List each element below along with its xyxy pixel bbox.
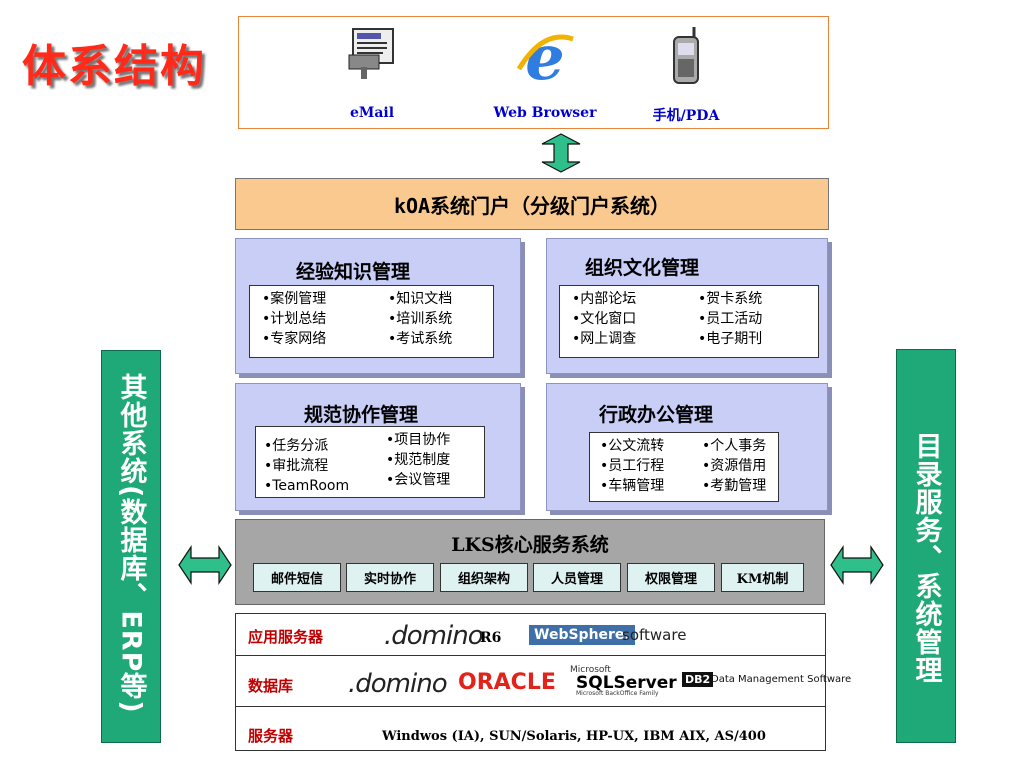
- db2-badge: DB2: [682, 672, 714, 687]
- panel-admin: 行政办公管理 •公文流转 •员工行程 •车辆管理 •个人事务 •资源借用 •考勤…: [546, 383, 828, 511]
- lks-module-personnel: 人员管理: [533, 563, 621, 592]
- panel-admin-list: •公文流转 •员工行程 •车辆管理 •个人事务 •资源借用 •考勤管理: [589, 432, 779, 502]
- oracle-logo: ORACLE: [458, 670, 556, 695]
- client-browser-label: Web Browser: [493, 105, 597, 121]
- sqlserver-sub-label: Microsoft BackOffice Family: [576, 690, 659, 697]
- microsoft-small-label: Microsoft: [570, 665, 611, 675]
- panel-collab-title: 规范协作管理: [304, 404, 419, 426]
- domino-db-logo: .domino: [348, 669, 448, 699]
- client-email-label: eMail: [349, 105, 395, 121]
- panel-culture-list: •内部论坛 •文化窗口 •网上调查 •贺卡系统 •员工活动 •电子期刊: [559, 285, 819, 358]
- panel-collab-list: •任务分派 •审批流程 •TeamRoom •项目协作 •规范制度 •会议管理: [255, 426, 485, 498]
- panel-knowledge: 经验知识管理 •案例管理 •计划总结 •专家网络 •知识文档 •培训系统 •考试…: [235, 238, 521, 374]
- admin-col-1: •公文流转 •员工行程 •车辆管理: [600, 438, 665, 494]
- panel-culture: 组织文化管理 •内部论坛 •文化窗口 •网上调查 •贺卡系统 •员工活动 •电子…: [546, 238, 828, 374]
- double-arrow-vertical-icon: [541, 133, 581, 173]
- server-os-list: Windwos (IA), SUN/Solaris, HP-UX, IBM AI…: [382, 729, 766, 744]
- lks-module-permissions: 权限管理: [627, 563, 715, 592]
- row-divider: [236, 655, 825, 656]
- panel-admin-title: 行政办公管理: [599, 404, 714, 426]
- collab-col-2: •项目协作 •规范制度 •会议管理: [386, 432, 451, 488]
- side-directory-services: 目录服务、系统管理: [896, 349, 956, 743]
- side-other-systems: 其他系统(数据库、ERP等): [101, 350, 161, 743]
- knowledge-col-1: •案例管理 •计划总结 •专家网络: [262, 291, 327, 347]
- portal-bar: kOA系统门户（分级门户系统）: [235, 178, 829, 230]
- server-label: 服务器: [248, 727, 294, 745]
- db2-text: Data Management Software: [711, 674, 852, 685]
- lks-module-realtime-collab: 实时协作: [346, 563, 434, 592]
- culture-col-2: •贺卡系统 •员工活动 •电子期刊: [698, 291, 763, 347]
- client-email: eMail: [312, 25, 432, 121]
- websphere-logo: WebSphere.: [529, 625, 635, 645]
- collab-col-1: •任务分派 •审批流程 •TeamRoom: [264, 438, 350, 494]
- client-mobile-label: 手机/PDA: [652, 108, 720, 124]
- double-arrow-left-icon: [178, 545, 232, 585]
- page-title: 体系结构: [22, 41, 206, 92]
- knowledge-col-2: •知识文档 •培训系统 •考试系统: [388, 291, 453, 347]
- panel-knowledge-title: 经验知识管理: [296, 261, 411, 283]
- lks-core-panel: LKS核心服务系统: [235, 519, 825, 605]
- row-divider: [236, 706, 825, 707]
- lks-title: LKS核心服务系统: [451, 534, 609, 556]
- culture-col-1: •内部论坛 •文化窗口 •网上调查: [572, 291, 637, 347]
- mobile-phone-icon: [673, 27, 699, 84]
- panel-culture-title: 组织文化管理: [585, 257, 700, 279]
- domino-r6-label: R6: [480, 630, 502, 646]
- email-icon: [348, 28, 394, 79]
- double-arrow-right-icon: [830, 545, 884, 585]
- admin-col-2: •个人事务 •资源借用 •考勤管理: [702, 438, 767, 494]
- side-other-systems-label: 其他系统(数据库、ERP等): [115, 373, 147, 714]
- platform-table: 应用服务器 数据库 服务器 .domino R6 WebSphere. soft…: [235, 613, 851, 751]
- domino-logo: .domino: [384, 621, 484, 651]
- panel-collab: 规范协作管理 •任务分派 •审批流程 •TeamRoom •项目协作 •规范制度…: [235, 383, 521, 511]
- database-label: 数据库: [248, 677, 294, 695]
- websphere-software-label: software: [622, 626, 687, 644]
- app-server-label: 应用服务器: [248, 628, 324, 646]
- lks-module-mail-sms: 邮件短信: [253, 563, 341, 592]
- side-directory-services-label: 目录服务、系统管理: [910, 432, 942, 684]
- client-browser: e Web Browser: [485, 25, 605, 121]
- panel-knowledge-list: •案例管理 •计划总结 •专家网络 •知识文档 •培训系统 •考试系统: [249, 285, 494, 358]
- ie-browser-icon: e: [516, 25, 574, 89]
- lks-module-km: KM机制: [721, 563, 804, 592]
- sqlserver-logo: SQLServer: [576, 673, 677, 693]
- lks-module-org-structure: 组织架构: [440, 563, 528, 592]
- client-mobile: 手机/PDA: [626, 25, 746, 124]
- clients-box: eMail e Web Browser 手机/PDA: [238, 16, 829, 129]
